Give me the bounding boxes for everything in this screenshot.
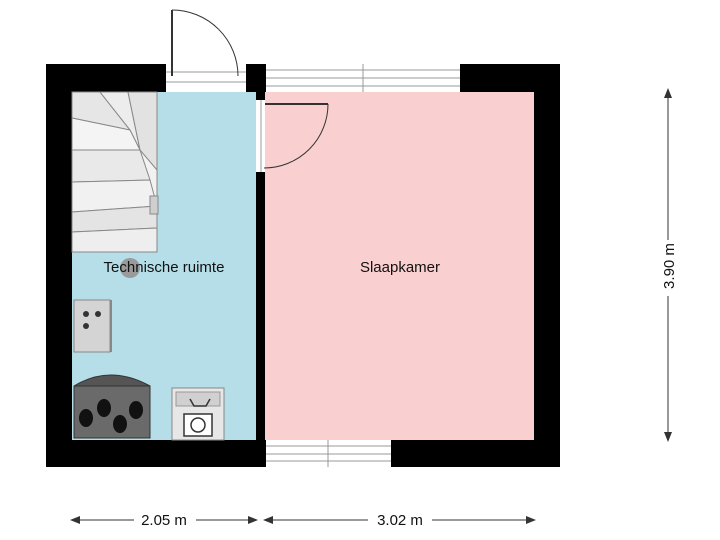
technical-width-dimension: [70, 510, 258, 530]
bedroom-label: Slaapkamer: [360, 259, 440, 276]
washing-machine: [171, 387, 225, 441]
depth-dimension-label: 3.90 m: [661, 243, 678, 289]
bedroom-width-dimension: [263, 510, 536, 530]
interior-wall: [256, 92, 265, 440]
staircase: [71, 91, 159, 278]
bottom-window: [266, 440, 391, 467]
top-window: [266, 64, 460, 92]
boiler: [73, 299, 112, 353]
depth-dimension: [660, 88, 676, 442]
bedroom-door: [256, 100, 329, 172]
bedroom: [265, 92, 534, 440]
bedroom-width-label: 3.02 m: [377, 512, 423, 529]
technical-room-label: Technische ruimte: [104, 259, 225, 276]
stove: [73, 374, 151, 439]
technical-width-label: 2.05 m: [141, 512, 187, 529]
entrance-door: [166, 9, 246, 92]
